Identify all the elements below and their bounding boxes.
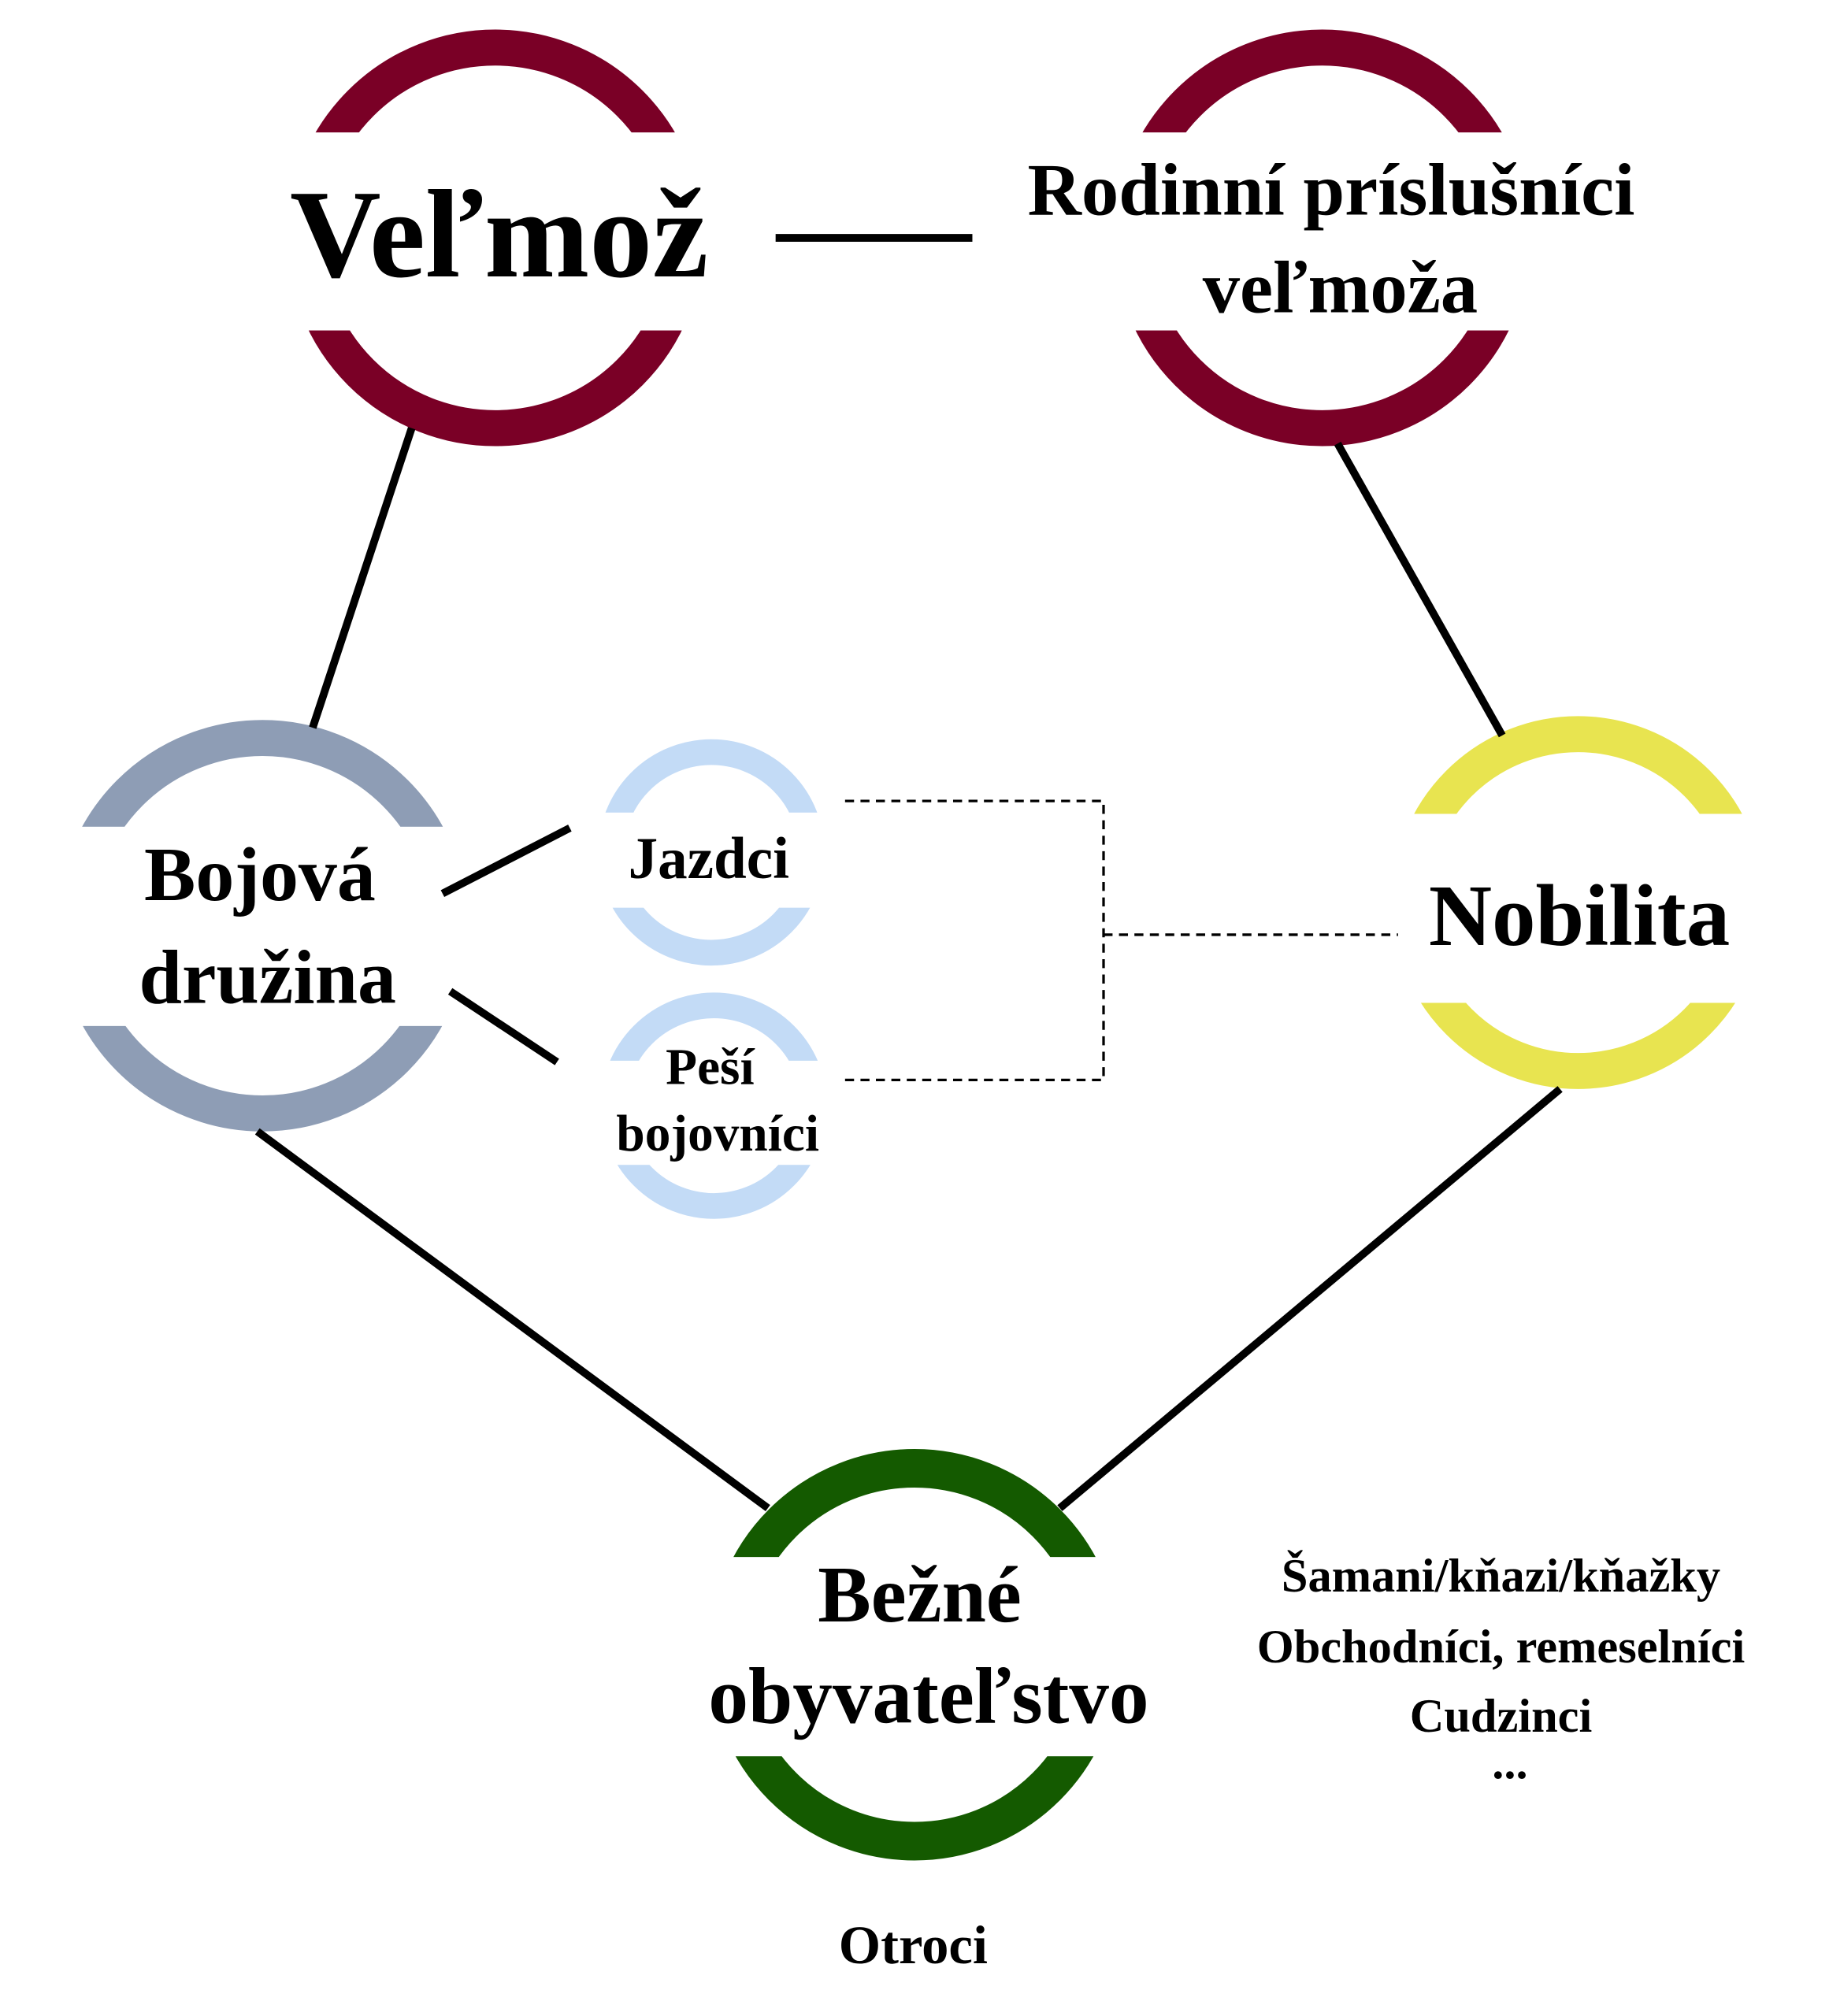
other-group: Obchodníci, remeselníci [1257, 1621, 1746, 1673]
line-velmoz-druzina [309, 427, 416, 729]
ring-rodinni [1106, 29, 1544, 447]
other-group: Šamani/kňazi/kňažky [1282, 1549, 1720, 1603]
dashed-connectors [844, 799, 1398, 1082]
label-rodinni-2: veľmoža [1203, 247, 1478, 329]
other-groups-list: Šamani/kňazi/kňažky Obchodníci, remeseln… [1257, 1549, 1746, 1789]
line-druzina-jazdci [440, 825, 572, 898]
label-bezne-1: Bežné [818, 1551, 1022, 1639]
ring-nobilita [1389, 716, 1775, 1089]
label-pesi-2: bojovníci [616, 1106, 819, 1162]
ring-pesi [592, 992, 837, 1219]
label-velmoz: Veľmož [290, 164, 708, 304]
connectors [254, 234, 1563, 1512]
dashed-bracket [844, 799, 1105, 1082]
label-nobilita: Nobilita [1429, 868, 1730, 965]
ring-bojova-druzina [51, 720, 477, 1132]
label-bojova-2: družina [139, 935, 397, 1020]
other-group: ... [1492, 1736, 1527, 1789]
label-bezne-2: obyvateľstvo [708, 1652, 1148, 1740]
label-rodinni-1: Rodinní príslušníci [1027, 150, 1634, 232]
line-druzina-pesi [447, 988, 559, 1065]
line-rodinni-nobilita [1334, 441, 1506, 738]
label-otroci: Otroci [839, 1915, 988, 1975]
label-pesi-1: Peší [666, 1039, 755, 1095]
other-group: Cudzinci [1410, 1690, 1593, 1743]
label-bojova-1: Bojová [144, 832, 376, 917]
ring-bezne [694, 1449, 1132, 1861]
label-jazdci: Jazdci [629, 826, 789, 891]
ring-jazdci [592, 739, 837, 966]
line-druzina-bezne [254, 1128, 770, 1512]
line-nobilita-bezne [1057, 1086, 1563, 1511]
ring-velmoz [283, 29, 708, 447]
